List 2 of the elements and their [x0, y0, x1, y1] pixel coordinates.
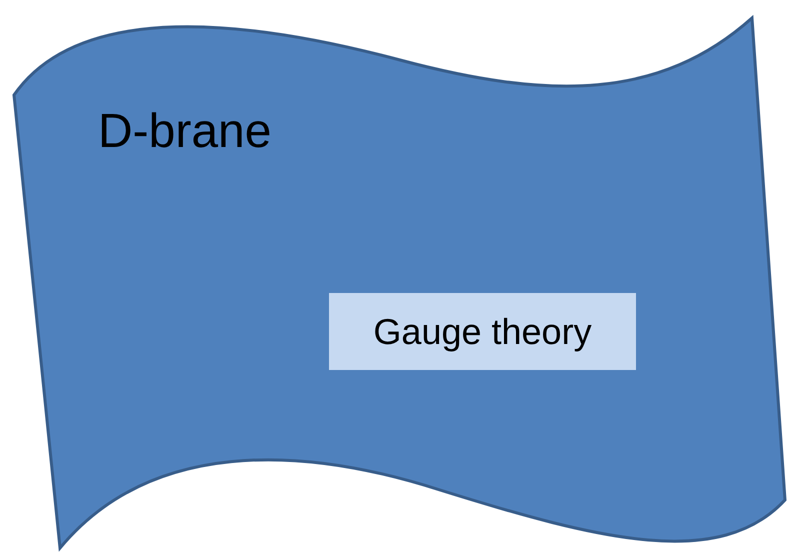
- label-panel: Gauge theory: [329, 293, 636, 370]
- sheet-title: D-brane: [98, 104, 272, 159]
